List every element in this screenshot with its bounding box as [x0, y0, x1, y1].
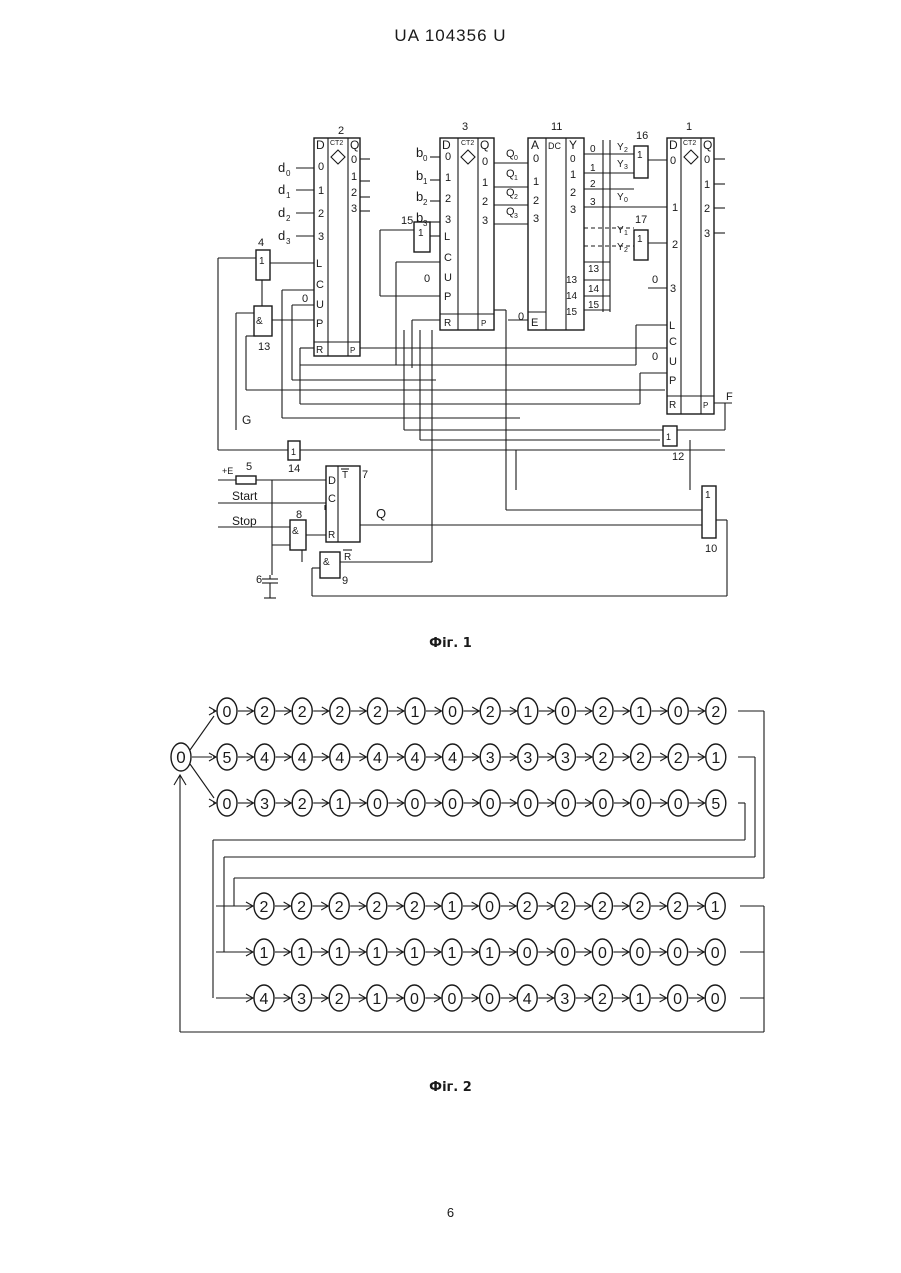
state-value: 1 [448, 945, 457, 962]
state-value: 4 [373, 750, 382, 767]
start-state-node: 0 [171, 743, 191, 771]
state-value: 1 [335, 945, 344, 962]
state-value: 1 [411, 704, 420, 721]
state-value: 0 [223, 796, 232, 813]
state-value: 0 [373, 796, 382, 813]
state-value: 2 [598, 991, 607, 1008]
state-value: 0 [673, 945, 682, 962]
state-value: 0 [561, 704, 570, 721]
arrow-head [209, 707, 216, 715]
state-value: 0 [485, 899, 494, 916]
figure2-caption: Фіг. 2 [0, 1080, 901, 1095]
state-value: 0 [411, 796, 420, 813]
state-value: 2 [260, 899, 269, 916]
state-value: 0 [711, 991, 720, 1008]
state-value: 2 [410, 899, 419, 916]
state-value: 0 [599, 796, 608, 813]
state-value: 4 [448, 750, 457, 767]
state-value: 1 [636, 704, 645, 721]
state-value: 1 [335, 796, 344, 813]
state-value: 2 [673, 899, 682, 916]
state-value: 1 [711, 750, 720, 767]
state-value: 4 [335, 750, 344, 767]
state-value: 0 [448, 991, 457, 1008]
state-value: 0 [560, 945, 569, 962]
state-value: 3 [486, 750, 495, 767]
page-number: 6 [0, 1205, 901, 1220]
state-value: 2 [372, 899, 381, 916]
state-value: 2 [373, 704, 382, 721]
state-value: 2 [711, 704, 720, 721]
state-value: 0 [223, 704, 232, 721]
state-value: 4 [260, 750, 269, 767]
state-value: 1 [636, 991, 645, 1008]
state-value: 2 [598, 899, 607, 916]
state-value: 3 [560, 991, 569, 1008]
state-value: 1 [410, 945, 419, 962]
state-value: 2 [523, 899, 532, 916]
state-value: 2 [674, 750, 683, 767]
state-value: 2 [636, 899, 645, 916]
state-value: 1 [372, 945, 381, 962]
state-value: 0 [636, 796, 645, 813]
state-value: 2 [297, 899, 306, 916]
arrow-head [209, 799, 216, 807]
state-value: 0 [448, 796, 457, 813]
state-value: 5 [223, 750, 232, 767]
state-value: 4 [411, 750, 420, 767]
state-value: 0 [486, 796, 495, 813]
state-value: 2 [599, 704, 608, 721]
state-value: 0 [674, 796, 683, 813]
state-value: 2 [335, 899, 344, 916]
state-value: 0 [561, 796, 570, 813]
state-value: 3 [561, 750, 570, 767]
state-value: 2 [298, 704, 307, 721]
state-value: 3 [297, 991, 306, 1008]
state-value: 1 [448, 899, 457, 916]
state-value: 4 [523, 991, 532, 1008]
state-value: 5 [711, 796, 720, 813]
figure2-nodes: 0 2 2 2 2 1 0 2 1 0 2 1 0 2 5 4 4 4 4 4 4 3 3 3 2 2 2 1 0 3 2 1 0 0 0 0 0 0 0 0… [209, 698, 726, 1011]
state-value: 1 [485, 945, 494, 962]
state-value: 2 [335, 704, 344, 721]
state-value: 4 [298, 750, 307, 767]
state-value: 2 [636, 750, 645, 767]
state-value: 3 [523, 750, 532, 767]
svg-text:0: 0 [176, 748, 185, 767]
state-value: 0 [674, 704, 683, 721]
state-value: 0 [523, 945, 532, 962]
state-value: 0 [636, 945, 645, 962]
state-value: 0 [673, 991, 682, 1008]
state-value: 0 [523, 796, 532, 813]
state-value: 4 [260, 991, 269, 1008]
state-value: 2 [260, 704, 269, 721]
state-value: 2 [335, 991, 344, 1008]
state-value: 0 [598, 945, 607, 962]
state-value: 1 [297, 945, 306, 962]
state-value: 2 [298, 796, 307, 813]
state-value: 0 [410, 991, 419, 1008]
state-value: 0 [485, 991, 494, 1008]
state-value: 0 [711, 945, 720, 962]
state-value: 2 [599, 750, 608, 767]
state-value: 0 [448, 704, 457, 721]
state-value: 3 [260, 796, 269, 813]
state-value: 2 [486, 704, 495, 721]
state-value: 1 [711, 899, 720, 916]
state-value: 1 [523, 704, 532, 721]
state-value: 1 [372, 991, 381, 1008]
state-value: 1 [260, 945, 269, 962]
state-value: 2 [560, 899, 569, 916]
